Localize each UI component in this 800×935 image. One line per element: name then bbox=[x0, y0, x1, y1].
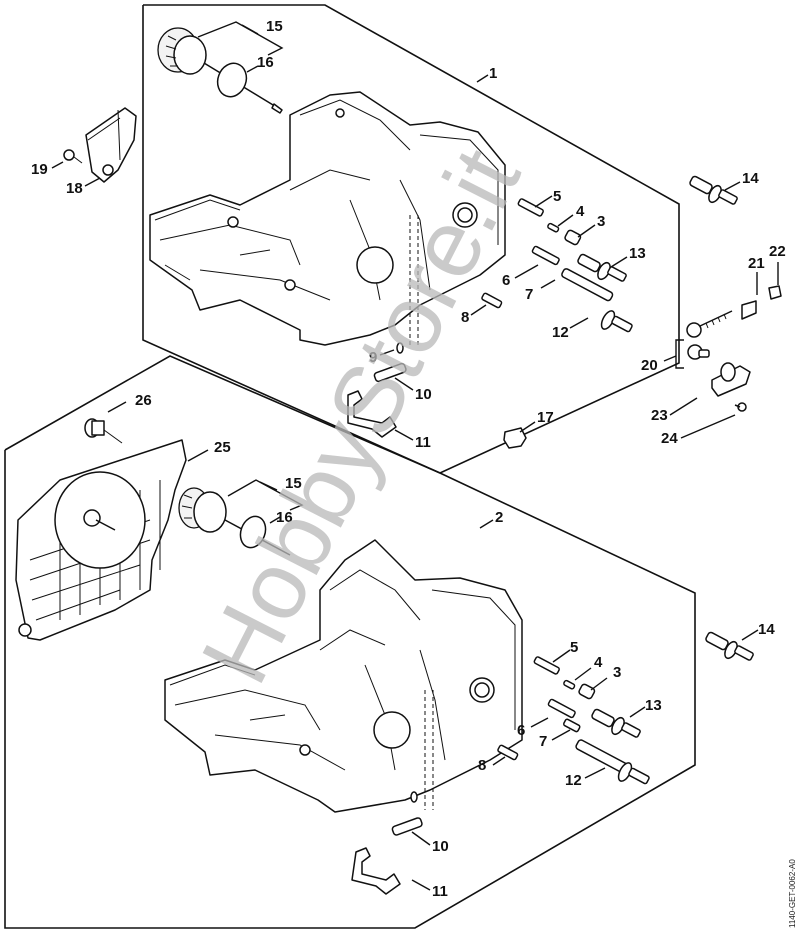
stud-13-part bbox=[577, 253, 627, 282]
callout-7-upper: 7 bbox=[525, 286, 533, 303]
oil-pump-part-lower bbox=[178, 487, 291, 556]
callout-20: 20 bbox=[641, 357, 658, 374]
callout-16-upper: 16 bbox=[257, 54, 274, 71]
stud-8-part-lower bbox=[497, 744, 519, 761]
sprocket-cover-part bbox=[15, 439, 187, 641]
stud-12-part-lower bbox=[575, 739, 650, 785]
stud-5-part-lower bbox=[533, 656, 560, 675]
callout-10-lower: 10 bbox=[432, 838, 449, 855]
callout-22: 22 bbox=[769, 243, 786, 260]
upper-assembly-frame bbox=[142, 4, 680, 474]
callout-13-lower: 13 bbox=[645, 697, 662, 714]
lower-assembly-group: 26 25 15 16 2 14 5 4 3 13 6 7 8 12 10 11 bbox=[4, 355, 775, 929]
pin-4-part-lower bbox=[563, 679, 576, 690]
callout-4-upper: 4 bbox=[576, 203, 585, 220]
callout-6-upper: 6 bbox=[502, 272, 510, 289]
plug-17-part bbox=[503, 427, 527, 449]
crankcase-upper-part bbox=[149, 91, 506, 346]
screw-26-part bbox=[84, 418, 123, 444]
callout-12-upper: 12 bbox=[552, 324, 569, 341]
o-ring-part bbox=[216, 62, 248, 98]
callout-14-upper: 14 bbox=[742, 170, 759, 187]
stud-7-part-lower bbox=[563, 718, 581, 733]
o-ring-part-lower bbox=[239, 515, 267, 549]
hose-11-part bbox=[347, 390, 397, 438]
callout-8-lower: 8 bbox=[478, 757, 486, 774]
callout-13-upper: 13 bbox=[629, 245, 646, 262]
hose-11-part-lower bbox=[351, 847, 401, 895]
callout-4-lower: 4 bbox=[594, 654, 603, 671]
callout-15-lower: 15 bbox=[285, 475, 302, 492]
stud-6-part-lower bbox=[547, 698, 576, 719]
callout-3-lower: 3 bbox=[613, 664, 621, 681]
stud-14-part-lower bbox=[705, 631, 754, 661]
callout-18: 18 bbox=[66, 180, 83, 197]
callout-3-upper: 3 bbox=[597, 213, 605, 230]
callout-15-upper: 15 bbox=[266, 18, 283, 35]
callout-19: 19 bbox=[31, 161, 48, 178]
oil-pump-part bbox=[157, 27, 283, 114]
callout-5-upper: 5 bbox=[553, 188, 561, 205]
o-ring-9-part-lower bbox=[410, 791, 418, 803]
callout-16-lower: 16 bbox=[276, 509, 293, 526]
callout-6-lower: 6 bbox=[517, 722, 525, 739]
fitting-10-part-lower bbox=[391, 817, 423, 836]
sleeve-3-part bbox=[564, 229, 582, 246]
callout-23: 23 bbox=[651, 407, 668, 424]
pin-4-part bbox=[547, 222, 560, 233]
callout-9: 9 bbox=[369, 349, 377, 366]
callout-26: 26 bbox=[135, 392, 152, 409]
crankcase-lower-part bbox=[164, 539, 523, 813]
lower-assembly-frame bbox=[4, 355, 696, 929]
callout-25: 25 bbox=[214, 439, 231, 456]
callout-17: 17 bbox=[537, 409, 554, 426]
stud-13-part-lower bbox=[591, 708, 641, 738]
callout-11-upper: 11 bbox=[415, 434, 431, 451]
stud-12-part bbox=[561, 268, 633, 333]
callout-21: 21 bbox=[748, 255, 765, 272]
callout-7-lower: 7 bbox=[539, 733, 547, 750]
drawing-code: 1140-GET-0062-A0 bbox=[788, 859, 797, 928]
callout-11-lower: 11 bbox=[432, 883, 448, 900]
callout-10-upper: 10 bbox=[415, 386, 432, 403]
stud-5-part bbox=[517, 198, 544, 217]
o-ring-9-part bbox=[396, 342, 404, 354]
callout-14-lower: 14 bbox=[758, 621, 775, 638]
callout-2: 2 bbox=[495, 509, 503, 526]
stud-14-part bbox=[689, 175, 738, 205]
fitting-10-part bbox=[373, 362, 407, 383]
callout-5-lower: 5 bbox=[570, 639, 578, 656]
screw-19-part bbox=[63, 149, 83, 164]
stud-6-part bbox=[531, 245, 560, 266]
upper-assembly-group: 15 16 1 19 18 14 5 4 3 13 6 7 8 12 9 10 … bbox=[31, 4, 786, 474]
cover-part bbox=[85, 107, 137, 183]
callout-1: 1 bbox=[489, 65, 497, 82]
callout-12-lower: 12 bbox=[565, 772, 582, 789]
callout-8-upper: 8 bbox=[461, 309, 469, 326]
stud-8-part bbox=[481, 292, 503, 309]
sleeve-3-part-lower bbox=[578, 683, 596, 700]
chain-tensioner-group bbox=[686, 285, 782, 412]
callout-24: 24 bbox=[661, 430, 678, 447]
